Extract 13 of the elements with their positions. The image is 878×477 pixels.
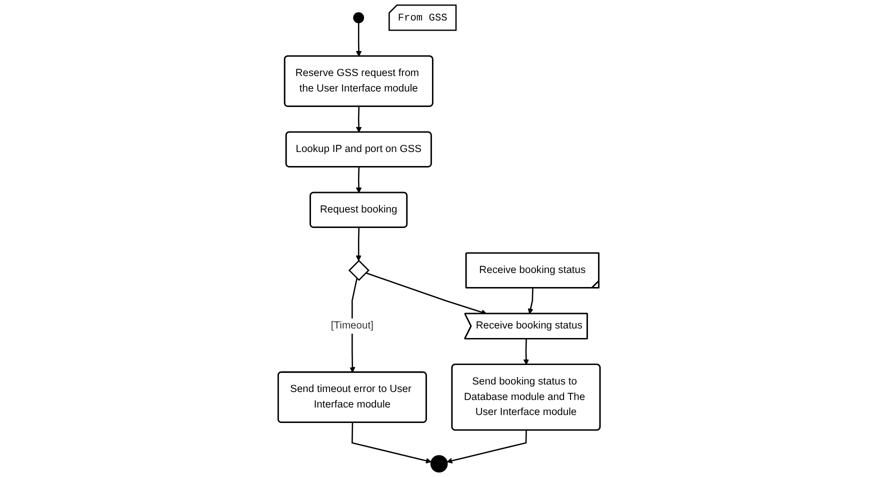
node-diamond — [348, 260, 370, 281]
arrow — [366, 272, 487, 315]
arrow — [356, 167, 362, 194]
arrow — [523, 338, 529, 365]
arrow — [528, 288, 534, 314]
node-circle — [353, 12, 364, 24]
arrow — [351, 422, 432, 464]
edge-label: [Timeout] — [330, 320, 374, 332]
arrow — [446, 430, 527, 464]
arrow — [356, 106, 362, 133]
arrow — [356, 22, 362, 57]
node-circle — [430, 455, 448, 472]
arrow — [356, 228, 362, 261]
